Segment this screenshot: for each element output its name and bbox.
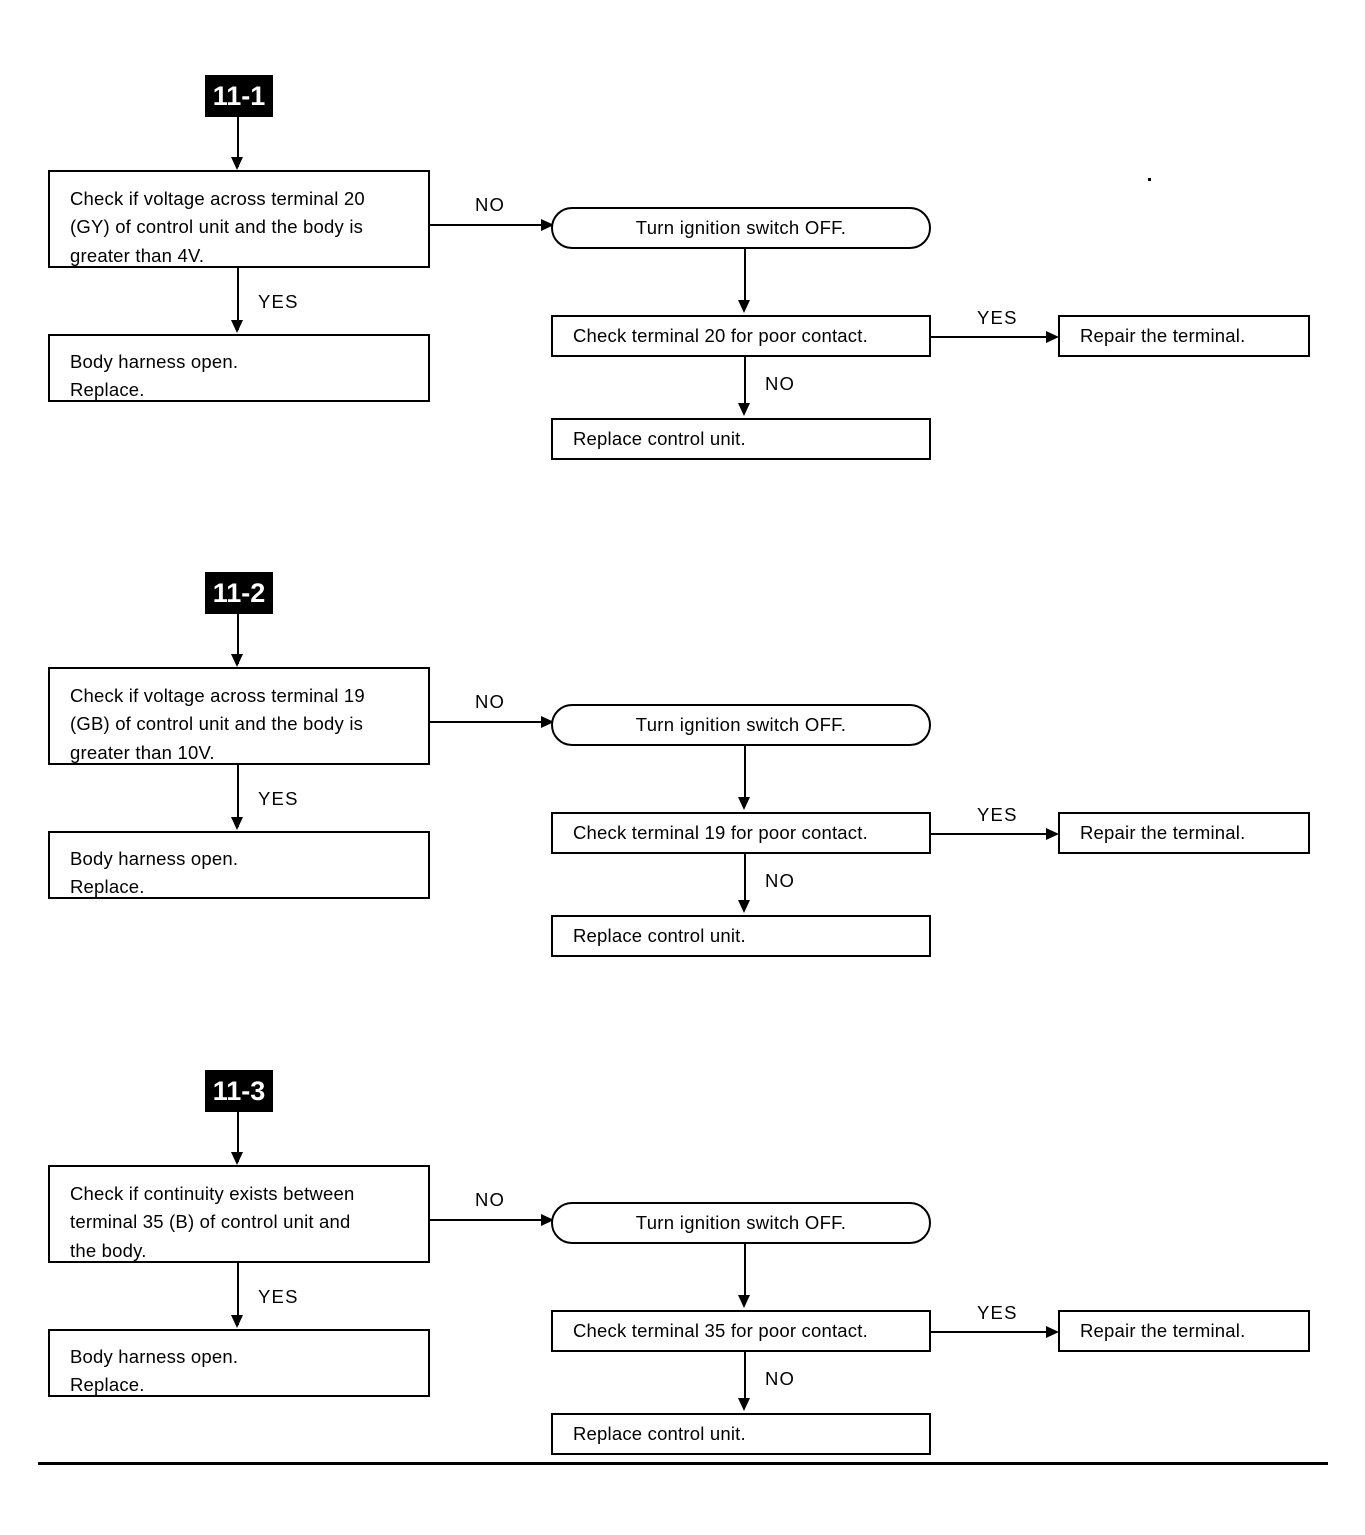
branch-label-no: NO [475,1189,506,1210]
arrowhead-check-yes [1046,331,1059,343]
connector-check-no [744,357,746,409]
decision-text: Check if voltage across terminal 20 (GY)… [70,188,365,266]
branch-label-no: NO [475,691,506,712]
connector-decision-yes [237,1263,239,1325]
check-terminal-box: Check terminal 20 for poor contact. [551,315,931,357]
check-terminal-text: Check terminal 35 for poor contact. [573,1319,868,1341]
action-node-text: Turn ignition switch OFF. [635,1212,847,1233]
connector-decision-yes [237,765,239,827]
replace-control-unit-box: Replace control unit. [551,1413,931,1455]
branch-label-check-no: NO [765,373,796,394]
action-node-ignition-off: Turn ignition switch OFF. [551,207,931,249]
arrowhead-badge-to-decision [231,654,243,667]
repair-terminal-box: Repair the terminal. [1058,1310,1310,1352]
step-badge-11-3: 11-3 [205,1070,273,1112]
replace-control-unit-box: Replace control unit. [551,915,931,957]
replace-control-unit-text: Replace control unit. [573,1422,746,1444]
decision-text: Check if voltage across terminal 19 (GB)… [70,685,365,763]
arrowhead-check-no [738,900,750,913]
connector-check-yes [931,833,1047,835]
arrowhead-badge-to-decision [231,157,243,170]
replace-control-unit-text: Replace control unit. [573,427,746,449]
branch-label-check-no: NO [765,870,796,891]
decision-box: Check if voltage across terminal 19 (GB)… [48,667,430,765]
result-text: Body harness open. Replace. [70,1346,239,1396]
repair-terminal-box: Repair the terminal. [1058,812,1310,854]
decision-text: Check if continuity exists between termi… [70,1183,355,1261]
branch-label-yes: YES [258,291,299,312]
branch-label-no: NO [475,194,506,215]
connector-ignition-to-check [744,746,746,804]
arrowhead-badge-to-decision [231,1152,243,1165]
connector-badge-to-decision [237,117,239,167]
repair-terminal-text: Repair the terminal. [1080,821,1246,843]
repair-terminal-text: Repair the terminal. [1080,1319,1246,1341]
arrowhead-decision-yes [231,1315,243,1328]
action-node-ignition-off: Turn ignition switch OFF. [551,704,931,746]
branch-label-check-yes: YES [977,307,1018,328]
step-badge-11-2: 11-2 [205,572,273,614]
arrowhead-decision-yes [231,817,243,830]
arrowhead-check-yes [1046,828,1059,840]
connector-decision-no [430,224,552,226]
result-box-harness-open: Body harness open. Replace. [48,334,430,402]
check-terminal-box: Check terminal 35 for poor contact. [551,1310,931,1352]
action-node-text: Turn ignition switch OFF. [635,714,847,735]
connector-ignition-to-check [744,1244,746,1302]
replace-control-unit-text: Replace control unit. [573,924,746,946]
arrowhead-check-yes [1046,1326,1059,1338]
arrowhead-ignition-to-check [738,300,750,313]
arrowhead-ignition-to-check [738,797,750,810]
connector-decision-no [430,1219,552,1221]
action-node-text: Turn ignition switch OFF. [635,217,847,238]
connector-decision-yes [237,268,239,330]
check-terminal-box: Check terminal 19 for poor contact. [551,812,931,854]
arrowhead-check-no [738,403,750,416]
branch-label-check-yes: YES [977,804,1018,825]
check-terminal-text: Check terminal 20 for poor contact. [573,324,868,346]
result-box-harness-open: Body harness open. Replace. [48,1329,430,1397]
connector-decision-no [430,721,552,723]
result-text: Body harness open. Replace. [70,848,239,898]
result-box-harness-open: Body harness open. Replace. [48,831,430,899]
result-text: Body harness open. Replace. [70,351,239,401]
flowchart-section-11-3: 11-3 Check if continuity exists between … [0,995,1365,1455]
connector-check-no [744,854,746,906]
repair-terminal-text: Repair the terminal. [1080,324,1246,346]
repair-terminal-box: Repair the terminal. [1058,315,1310,357]
flowchart-section-11-2: 11-2 Check if voltage across terminal 19… [0,497,1365,957]
step-badge-11-1: 11-1 [205,75,273,117]
connector-badge-to-decision [237,1112,239,1162]
arrowhead-check-no [738,1398,750,1411]
connector-check-yes [931,336,1047,338]
decision-box: Check if continuity exists between termi… [48,1165,430,1263]
scan-speck [1148,178,1151,181]
replace-control-unit-box: Replace control unit. [551,418,931,460]
branch-label-yes: YES [258,788,299,809]
connector-check-yes [931,1331,1047,1333]
branch-label-check-yes: YES [977,1302,1018,1323]
branch-label-yes: YES [258,1286,299,1307]
connector-ignition-to-check [744,249,746,307]
arrowhead-ignition-to-check [738,1295,750,1308]
arrowhead-decision-no [541,1214,554,1226]
check-terminal-text: Check terminal 19 for poor contact. [573,821,868,843]
action-node-ignition-off: Turn ignition switch OFF. [551,1202,931,1244]
arrowhead-decision-no [541,219,554,231]
branch-label-check-no: NO [765,1368,796,1389]
arrowhead-decision-no [541,716,554,728]
flowchart-section-11-1: 11-1 Check if voltage across terminal 20… [0,0,1365,460]
connector-check-no [744,1352,746,1404]
footer-rule [38,1462,1328,1465]
connector-badge-to-decision [237,614,239,664]
arrowhead-decision-yes [231,320,243,333]
decision-box: Check if voltage across terminal 20 (GY)… [48,170,430,268]
